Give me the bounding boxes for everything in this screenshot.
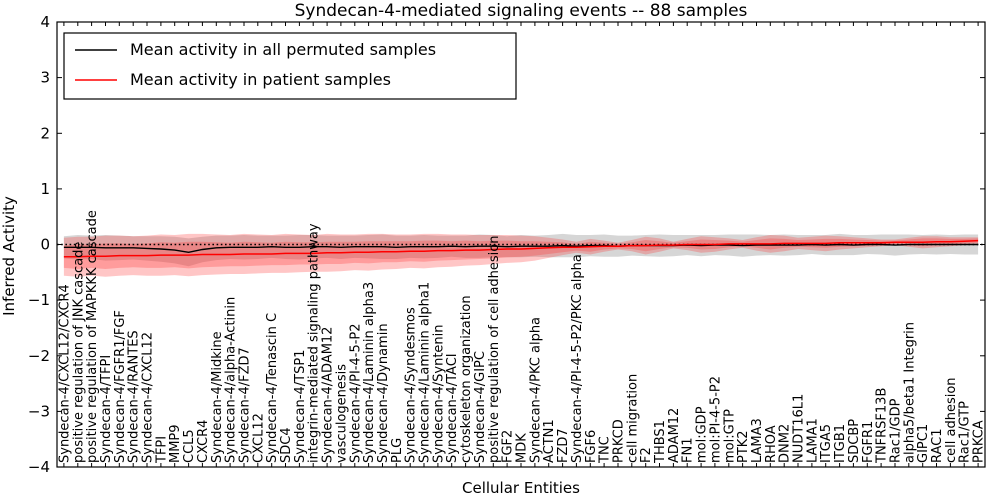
x-tick-label: SDCBP <box>847 419 862 463</box>
x-tick-label: TNFRSF13B <box>875 388 890 464</box>
x-tick-label: CCL5 <box>182 429 197 463</box>
x-tick-label: ADAM12 <box>667 408 682 463</box>
x-tick-label: PTK2 <box>736 430 751 463</box>
y-tick-label: −3 <box>28 402 50 420</box>
x-tick-label: TNC <box>598 436 613 464</box>
x-tick-label: FGF2 <box>501 430 516 463</box>
x-tick-label: FN1 <box>681 438 696 463</box>
x-tick-label: Syndecan-4/TACI <box>445 353 460 463</box>
x-tick-label: LAMA1 <box>805 418 820 463</box>
legend-label-patient: Mean activity in patient samples <box>130 70 391 89</box>
x-tick-label: Syndecan-4/GIPC <box>473 351 488 463</box>
x-tick-label: FZD7 <box>556 428 571 463</box>
x-tick-label: F2 <box>639 447 654 463</box>
x-tick-label: Rac1/GTP <box>958 401 973 463</box>
y-axis-label: Inferred Activity <box>0 196 18 316</box>
x-tick-label: FGFR1 <box>861 421 876 463</box>
x-axis-label: Cellular Entities <box>462 479 580 497</box>
x-tick-label: Syndecan-4/Syntenin <box>431 325 446 464</box>
x-tick-label: NUDT16L1 <box>792 394 807 463</box>
y-tick-label: 1 <box>40 180 50 198</box>
x-tick-label: mol:PI-4-5-P2 <box>708 376 723 463</box>
x-tick-label: positive regulation of MAPKKK cascade <box>85 210 100 463</box>
x-tick-label: PRKCD <box>612 419 627 463</box>
y-tick-label: −1 <box>28 291 50 309</box>
x-tick-label: DNM2 <box>778 424 793 463</box>
y-tick-label: 2 <box>40 124 50 142</box>
x-tick-label: mol:GTP <box>722 409 737 463</box>
x-tick-label: MMP9 <box>168 424 183 463</box>
x-tick-label: MDK <box>515 433 530 463</box>
x-tick-label: Syndecan-4/TSP1 <box>293 350 308 463</box>
y-tick-label: 3 <box>40 69 50 87</box>
x-tick-label: cell migration <box>625 374 640 463</box>
x-tick-label: Syndecan-4/FZD7 <box>238 347 253 463</box>
axes-frame <box>56 21 986 468</box>
y-tick-label: −4 <box>28 458 50 476</box>
x-tick-label: mol:GDP <box>695 406 710 463</box>
x-tick-label: Syndecan-4/Syndesmos <box>404 307 419 463</box>
x-tick-label: PRKCA <box>972 420 987 463</box>
y-tick-label: 4 <box>40 13 50 31</box>
y-tick-label: −2 <box>28 347 50 365</box>
x-tick-label: LAMA3 <box>750 418 765 463</box>
x-tick-label: RHOA <box>764 425 779 463</box>
x-tick-label: Rac1/GDP <box>889 398 904 463</box>
x-tick-label: Syndecan-4/PI-4-5-P2/PKC alpha <box>570 254 585 463</box>
x-tick-label: Syndecan-4/Dynamin <box>376 323 391 463</box>
y-tick-label: 0 <box>40 236 50 254</box>
x-tick-label: alpha5/beta1 Integrin <box>902 322 917 463</box>
x-tick-label: cell adhesion <box>944 377 959 463</box>
legend-box <box>63 32 517 100</box>
x-tick-label: cytoskeleton organization <box>459 295 474 463</box>
x-tick-label: Syndecan-4/TFPI <box>99 355 114 463</box>
x-tick-label: positive regulation of JNK cascade <box>71 242 86 463</box>
x-tick-label: Syndecan-4/FGFR1/FGF <box>113 310 128 463</box>
x-tick-label: Syndecan-4/PI-4-5-P2 <box>348 323 363 463</box>
x-tick-label: Syndecan-4/CXCL12 <box>141 332 156 463</box>
y-axis-tick-labels: 4 3 2 1 0 −1 −2 −3 −4 <box>28 13 50 476</box>
x-tick-label: FGF6 <box>584 430 599 463</box>
x-tick-label: Syndecan-4/CXCL12/CXCR4 <box>57 284 72 463</box>
patient-mean-line <box>63 239 979 258</box>
x-tick-label: Syndecan-4/Laminin alpha3 <box>362 282 377 463</box>
chart-title: Syndecan-4-mediated signaling events -- … <box>295 1 748 21</box>
legend-label-permuted: Mean activity in all permuted samples <box>130 40 436 59</box>
x-tick-label: GIPC1 <box>916 424 931 463</box>
x-tick-label: positive regulation of cell adhesion <box>487 236 502 463</box>
x-tick-label: PLG <box>390 438 405 463</box>
x-tick-label: Syndecan-4/RANTES <box>127 330 142 463</box>
x-tick-label: TFPI <box>154 436 169 464</box>
x-tick-label: ITGA5 <box>819 424 834 463</box>
x-tick-label: CXCR4 <box>196 420 211 463</box>
x-tick-label: SDC4 <box>279 427 294 463</box>
x-tick-label: Syndecan-4/PKC alpha <box>528 317 543 463</box>
x-tick-label: Syndecan-4/Laminin alpha1 <box>418 282 433 463</box>
x-tick-label: Syndecan-4/Midkine <box>210 331 225 463</box>
x-tick-label: ACTN1 <box>542 419 557 463</box>
x-tick-label: THBS1 <box>653 420 668 464</box>
permuted-std-band <box>63 233 979 267</box>
x-tick-label: CXCL12 <box>251 413 266 463</box>
x-tick-label: ITGB1 <box>833 424 848 463</box>
x-tick-label: vasculogenesis <box>334 364 349 463</box>
x-tick-label: integrin-mediated signaling pathway <box>307 223 322 463</box>
x-tick-label: RAC1 <box>930 428 945 463</box>
x-tick-label: Syndecan-4/alpha-Actinin <box>224 297 239 463</box>
permuted-mean-line <box>63 243 979 254</box>
x-tick-label: Syndecan-4/ADAM12 <box>321 327 336 463</box>
x-tick-label: Syndecan-4/Tenascin C <box>265 313 280 463</box>
legend: Mean activity in all permuted samples Me… <box>63 32 517 100</box>
